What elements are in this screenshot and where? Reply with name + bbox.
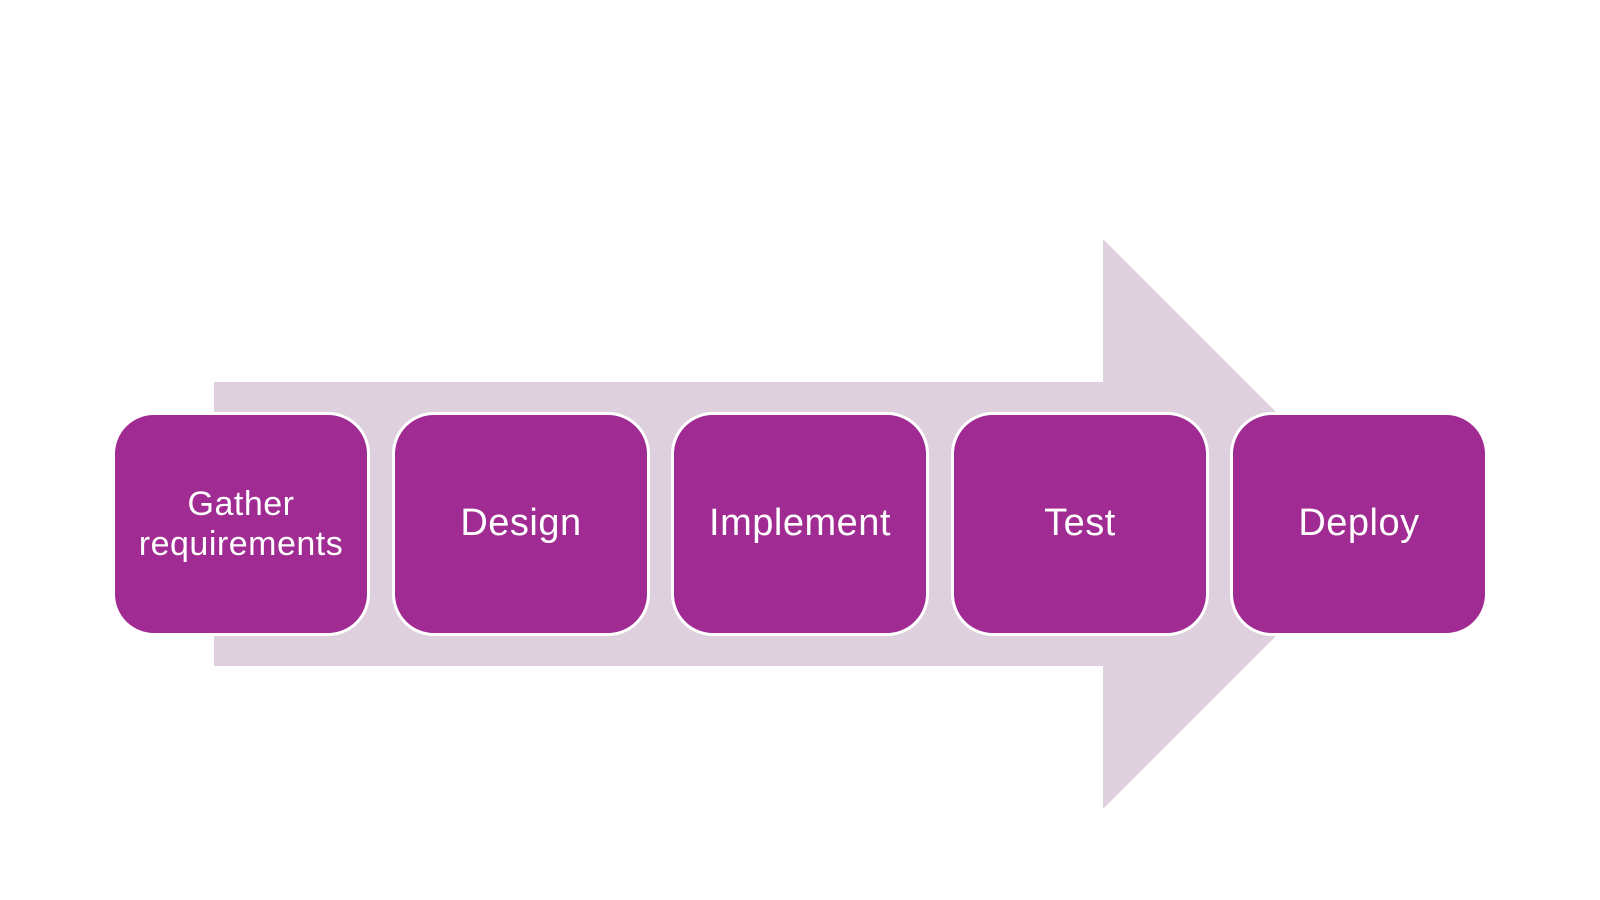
step-implement: Implement — [671, 412, 929, 636]
step-label: Implement — [709, 502, 891, 545]
step-design: Design — [392, 412, 650, 636]
step-label: Gather requirements — [138, 485, 344, 563]
step-label: Design — [460, 502, 582, 545]
step-label: Deploy — [1298, 502, 1420, 545]
step-label: Test — [1044, 502, 1116, 545]
step-gather-requirements: Gather requirements — [112, 412, 370, 636]
step-deploy: Deploy — [1230, 412, 1488, 636]
step-test: Test — [951, 412, 1209, 636]
